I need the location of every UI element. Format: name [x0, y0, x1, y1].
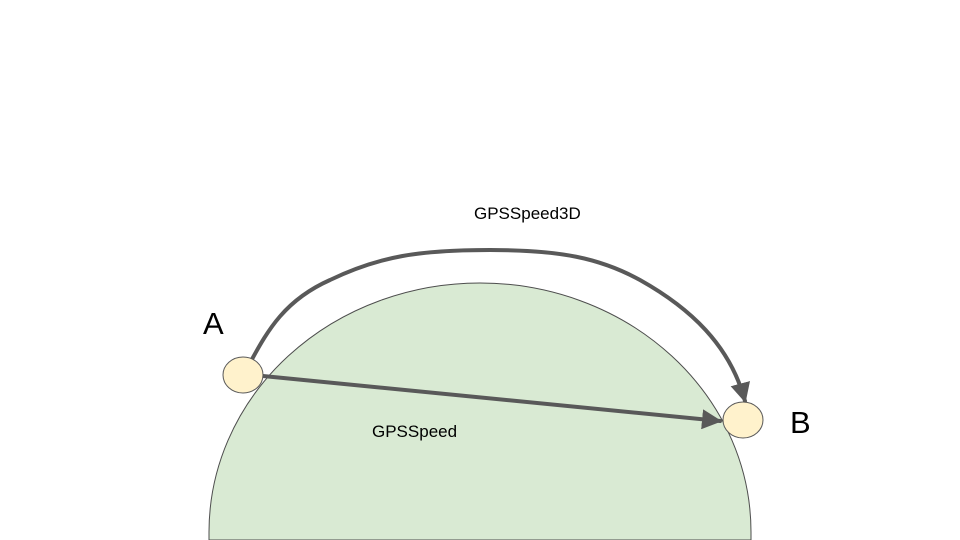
gpsspeed3d-arrow — [249, 247, 750, 403]
point-a-node — [222, 356, 264, 394]
gpsspeed3d-label: GPSSpeed3D — [474, 204, 581, 223]
gpsspeed-arrow — [261, 374, 722, 430]
point-a-label: A — [203, 306, 224, 341]
point-b-label: B — [790, 405, 811, 440]
point-b-node — [722, 401, 764, 439]
earth-surface — [208, 282, 752, 540]
gpsspeed-label: GPSSpeed — [372, 422, 457, 441]
